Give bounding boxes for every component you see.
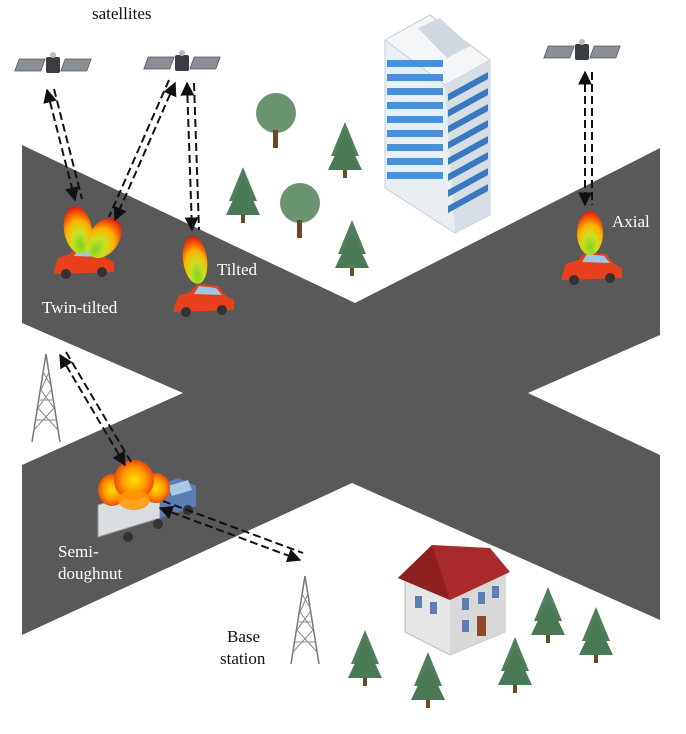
road-intersection	[22, 145, 660, 635]
pine-tree	[226, 167, 260, 223]
base-station-label-line2: station	[220, 649, 266, 668]
pine-tree	[579, 607, 613, 663]
pine-tree	[348, 630, 382, 686]
pine-tree	[531, 587, 565, 643]
round-tree-2	[280, 183, 320, 238]
link-sat1-twin	[43, 88, 79, 202]
base-station-label-line1: Base	[227, 627, 261, 646]
tilted-beam	[182, 236, 208, 284]
satellite-1	[14, 51, 92, 74]
pine-tree	[328, 122, 362, 178]
satellites-label: satellites	[92, 4, 152, 23]
link-sat2-twin	[113, 81, 177, 222]
link-sat2-twin	[108, 79, 170, 218]
link-sat1-twin	[53, 88, 83, 200]
link-tower-truck	[65, 351, 132, 463]
tilted-label: Tilted	[217, 260, 258, 279]
twin-tilted-label: Twin-tilted	[42, 298, 118, 317]
semi-doughnut-beam	[98, 460, 170, 510]
satellite-2	[143, 49, 221, 72]
base-station-tower-left	[31, 353, 61, 443]
base-station-tower	[290, 575, 320, 665]
pine-tree	[411, 652, 445, 708]
link-tower-truck	[59, 353, 126, 467]
axial-beam	[577, 211, 603, 255]
link-sat2-tilted	[180, 81, 199, 232]
semi-doughnut-label-line1: Semi-	[58, 542, 99, 561]
twin-tilted-beam	[63, 206, 122, 258]
signal-links	[43, 70, 593, 563]
link-sat2-tilted	[193, 82, 200, 231]
axial-label: Axial	[612, 212, 650, 231]
satellite-3	[543, 38, 621, 61]
office-building	[384, 14, 491, 234]
link-truck-station	[162, 500, 304, 554]
link-truck-station	[158, 505, 302, 563]
semi-doughnut-label-line2: doughnut	[58, 564, 123, 583]
pine-tree	[498, 637, 532, 693]
house	[398, 545, 510, 656]
round-tree-1	[256, 93, 296, 148]
pine-tree	[335, 220, 369, 276]
